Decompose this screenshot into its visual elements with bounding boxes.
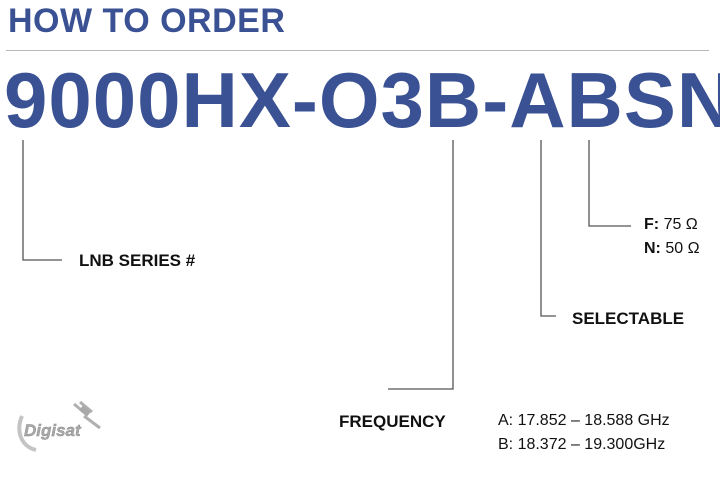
- logo-text: Digisat: [24, 421, 82, 440]
- impedance-option-n: N: 50 Ω: [644, 240, 700, 258]
- impedance-value-n: 50 Ω: [665, 240, 700, 257]
- impedance-option-f: F: 75 Ω: [644, 216, 698, 234]
- series-label: LNB SERIES #: [79, 251, 196, 270]
- logo-swoosh: [17, 415, 37, 452]
- frequency-leader-line: [388, 140, 454, 390]
- heading-divider: [6, 50, 709, 51]
- part-number: 9000HX-O3B-ABSN: [4, 56, 720, 144]
- impedance-code-n: N:: [644, 240, 661, 257]
- impedance-code-f: F:: [644, 216, 660, 233]
- impedance-value-f: 75 Ω: [663, 216, 698, 233]
- digisat-logo: Digisat: [17, 400, 101, 452]
- selectable-label: SELECTABLE: [572, 309, 685, 328]
- frequency-option-b: B: 18.372 – 19.300GHz: [498, 436, 666, 453]
- frequency-option-a: A: 17.852 – 18.588 GHz: [498, 412, 670, 429]
- frequency-label: FREQUENCY: [339, 412, 446, 431]
- impedance-leader-line: [588, 140, 631, 227]
- series-leader-line: [22, 140, 62, 261]
- page-heading: HOW TO ORDER: [8, 2, 286, 40]
- selectable-leader-line: [540, 140, 556, 317]
